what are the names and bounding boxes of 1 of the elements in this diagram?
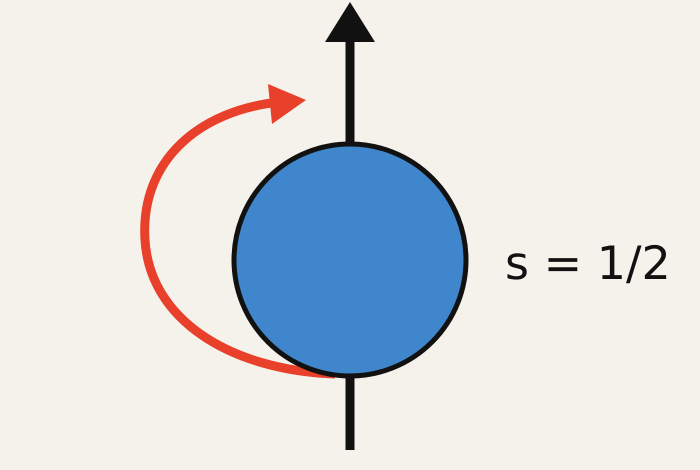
spin-label: s = 1/2 [505, 236, 671, 290]
